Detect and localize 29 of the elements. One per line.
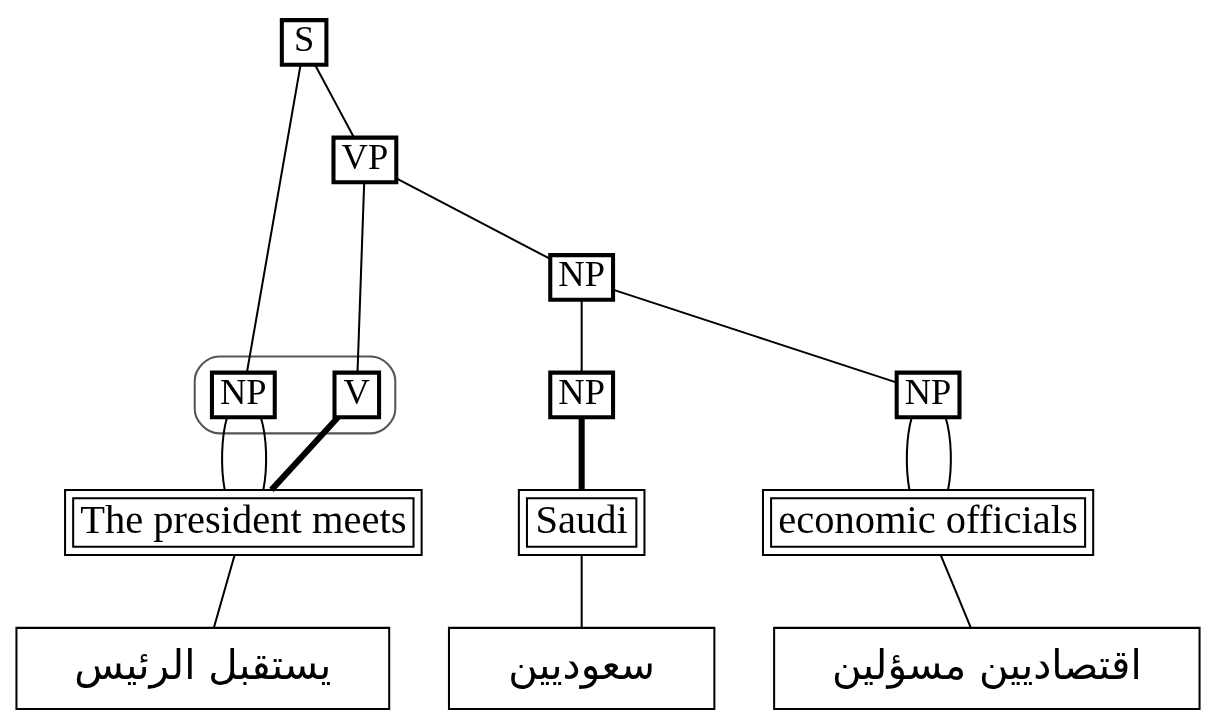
node-box: اقتصاديين مسؤلين <box>773 626 1201 710</box>
node-box: S <box>279 17 329 67</box>
connector <box>246 64 302 372</box>
connector <box>221 416 229 490</box>
connector <box>396 177 551 260</box>
connector <box>905 416 913 490</box>
node-box: NP <box>894 370 962 419</box>
connector <box>613 288 897 383</box>
connector <box>580 299 583 372</box>
node-box: NP <box>209 370 277 419</box>
node-box: Saudi <box>517 488 646 556</box>
node-box: VP <box>331 135 399 184</box>
node-box: NP <box>548 370 616 419</box>
connector <box>269 414 341 492</box>
node-box: يستقبل الرئيس <box>15 626 391 710</box>
cluster <box>193 354 397 434</box>
node-box: سعوديين <box>447 626 716 710</box>
connector <box>212 554 236 628</box>
connector <box>580 554 583 627</box>
connector <box>939 554 972 628</box>
connector <box>944 416 952 490</box>
connector <box>578 416 585 490</box>
connector <box>356 181 366 372</box>
connector <box>314 63 355 137</box>
node-box: The president meets <box>64 488 423 556</box>
node-box: economic officials <box>761 488 1095 556</box>
node-box: V <box>332 370 382 419</box>
connector <box>259 416 268 490</box>
node-box: NP <box>548 252 616 302</box>
